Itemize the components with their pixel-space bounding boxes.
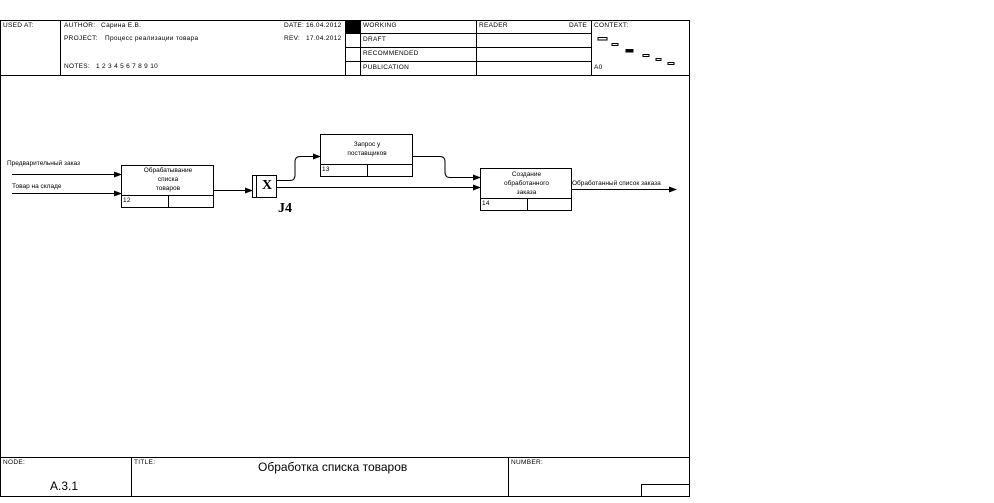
notes-value: 1 2 3 4 5 6 7 8 9 10 <box>96 63 159 70</box>
input-label-stock-goods: Товар на складе <box>12 183 62 190</box>
rev-value: 17.04.2012 <box>306 35 342 42</box>
notes-label: NOTES: <box>64 63 90 70</box>
status-working: WORKING <box>363 22 397 29</box>
project-label: PROJECT: <box>64 35 98 42</box>
box-13-label: Запрос у поставщиков <box>347 141 387 157</box>
reader-label: READER <box>479 22 508 29</box>
node-label: NODE: <box>3 459 26 466</box>
status-recommended: RECOMMENDED <box>363 50 419 57</box>
output-label: Обработанный список заказа <box>572 180 661 187</box>
reader-date-label: DATE <box>569 22 588 29</box>
activity-box-13 <box>320 134 413 177</box>
junction-symbol: X <box>261 178 273 193</box>
activity-box-14 <box>480 168 572 211</box>
junction-label: J4 <box>278 201 292 216</box>
context-label: CONTEXT: <box>594 22 629 29</box>
project-value: Процесс реализации товара <box>105 35 199 42</box>
box-14-number: 14 <box>482 200 490 207</box>
junction-j4 <box>252 175 277 198</box>
diagram-title: Обработка списка товаров <box>258 460 408 474</box>
arrow-junction-to-box13 <box>277 153 321 181</box>
status-publication: PUBLICATION <box>363 64 410 71</box>
working-checked-mark <box>346 21 360 33</box>
context-thumbnail <box>597 37 675 65</box>
arrow-box13-to-box14 <box>413 156 481 181</box>
author-value: Сарина Е.В. <box>101 22 142 29</box>
status-draft: DRAFT <box>363 36 387 43</box>
author-label: AUTHOR: <box>64 22 96 29</box>
outer-frame <box>0 20 690 497</box>
input-label-preliminary-order: Предварительный заказ <box>7 160 81 167</box>
number-label: NUMBER: <box>511 459 544 466</box>
box-12-number: 12 <box>123 197 131 204</box>
box-13-number: 13 <box>322 166 330 173</box>
date-value: 16.04.2012 <box>306 22 342 29</box>
node-value: A.3.1 <box>50 479 79 493</box>
used-at-label: USED AT: <box>3 22 34 29</box>
context-node: A0 <box>594 64 603 71</box>
title-label: TITLE: <box>134 459 156 466</box>
rev-label: REV: <box>284 35 301 42</box>
box-12-label: Обрабатывание списка товаров <box>143 167 193 192</box>
activity-box-12 <box>121 165 214 208</box>
box-14-label: Создание обработанного заказа <box>504 171 549 196</box>
date-label: DATE: <box>284 22 305 29</box>
